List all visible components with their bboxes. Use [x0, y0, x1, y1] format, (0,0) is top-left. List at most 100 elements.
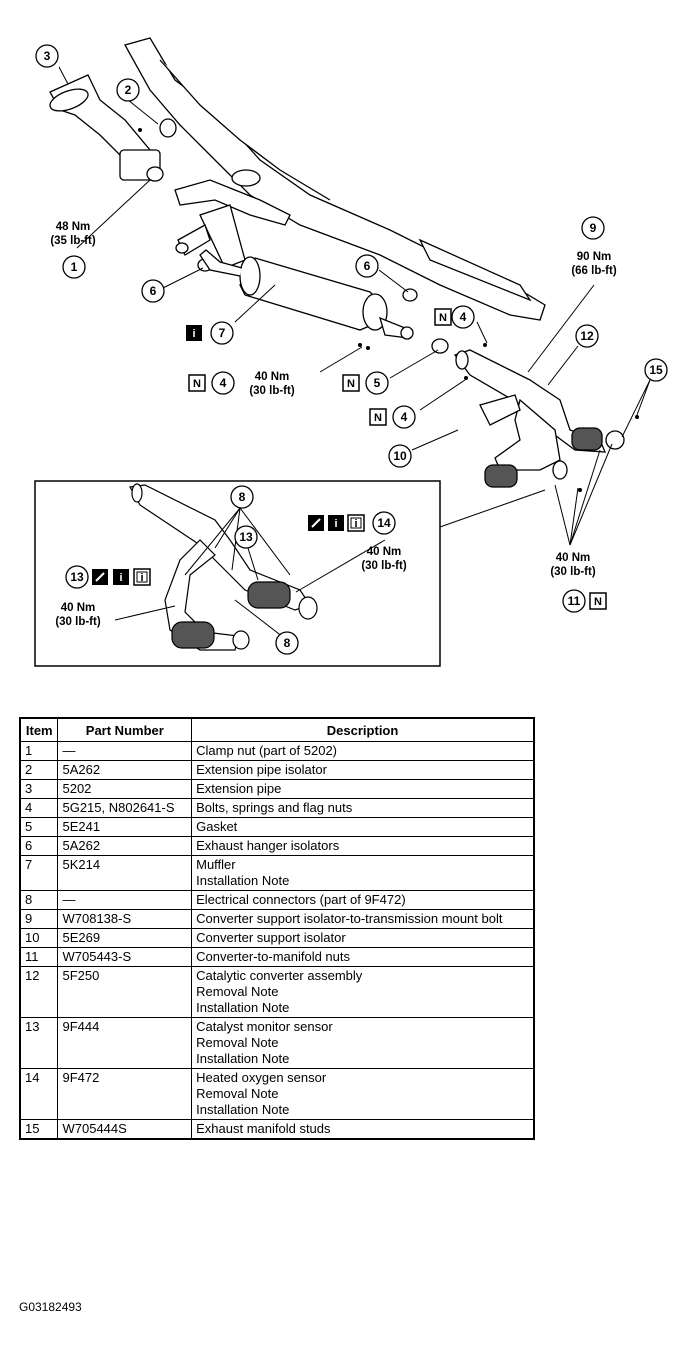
cell-part-number: 5K214	[57, 855, 193, 891]
icon-boxes: i N N N N N i i i i	[92, 308, 607, 610]
installation-note: Installation Note	[196, 873, 290, 888]
cell-part-number: 5A262	[57, 836, 193, 856]
svg-text:13: 13	[239, 530, 253, 544]
new-part-icon: N	[188, 374, 206, 392]
svg-text:8: 8	[284, 636, 291, 650]
svg-text:i: i	[192, 328, 195, 340]
torque-item-1-nm: 48 Nm	[56, 221, 91, 233]
wrench-icon	[308, 515, 324, 531]
callout-11: 11	[562, 589, 586, 613]
torque-item-13-lbft: (30 lb-ft)	[55, 616, 101, 628]
cell-part-number: 5A262	[57, 760, 193, 780]
figure-id: G03182493	[19, 1300, 82, 1314]
torque-item-1-lbft: (35 lb-ft)	[50, 235, 96, 247]
callout-10: 10	[388, 444, 412, 468]
callout-1: 1	[62, 255, 86, 279]
svg-text:i: i	[334, 518, 337, 530]
callout-7: 7	[210, 321, 234, 345]
cell-item: 9	[19, 909, 59, 929]
cell-item: 6	[19, 836, 59, 856]
cell-item: 5	[19, 817, 59, 837]
info-icon: i	[186, 325, 202, 341]
callout-3: 3	[35, 44, 59, 68]
svg-text:5: 5	[374, 376, 381, 390]
cell-part-number: 9F472	[57, 1068, 193, 1120]
callout-2: 2	[116, 78, 140, 102]
cell-item: 4	[19, 798, 59, 818]
info-icon: i	[328, 515, 344, 531]
torque-item-14-nm: 40 Nm	[367, 546, 402, 558]
svg-text:4: 4	[220, 376, 227, 390]
vehicle-frame	[124, 37, 546, 321]
parts-table: Item Part Number Description 1—Clamp nut…	[19, 717, 535, 1140]
cell-description: Exhaust hanger isolators	[191, 836, 535, 856]
svg-text:14: 14	[377, 516, 391, 530]
cell-description: Gasket	[191, 817, 535, 837]
cell-description: Converter-to-manifold nuts	[191, 947, 535, 967]
cell-part-number: W705444S	[57, 1119, 193, 1140]
info-outline-icon: i	[347, 514, 365, 532]
cell-item: 3	[19, 779, 59, 799]
torque-item-9-lbft: (66 lb-ft)	[571, 265, 617, 277]
cell-part-number: 9F444	[57, 1017, 193, 1069]
torque-specs: 48 Nm (35 lb-ft) 40 Nm (30 lb-ft) 90 Nm …	[50, 221, 617, 628]
callout-12: 12	[575, 324, 599, 348]
new-part-icon: N	[369, 408, 387, 426]
svg-text:N: N	[439, 312, 447, 324]
svg-text:i: i	[140, 572, 143, 584]
muffler	[199, 249, 414, 340]
callout-6-right: 6	[355, 254, 379, 278]
cell-item: 7	[19, 855, 59, 891]
cell-part-number: 5F250	[57, 966, 193, 1018]
svg-text:6: 6	[150, 284, 157, 298]
gasket	[431, 338, 449, 354]
header-item: Item	[19, 717, 59, 742]
torque-item-9-nm: 90 Nm	[577, 251, 612, 263]
cell-item: 13	[19, 1017, 59, 1069]
svg-text:N: N	[594, 596, 602, 608]
exhaust-system-diagram: 3 2 1 6 6 7 4 4 5 4 9 12 15 10 11 8 8 13…	[34, 37, 668, 667]
cell-description: Exhaust manifold studs	[191, 1119, 535, 1140]
removal-note: Removal Note	[196, 1035, 279, 1050]
callout-6-left: 6	[141, 279, 165, 303]
table-row: 8—Electrical connectors (part of 9F472)	[19, 890, 535, 910]
cell-part-number: W708138-S	[57, 909, 193, 929]
cell-description: Converter support isolator	[191, 928, 535, 948]
cell-item: 12	[19, 966, 59, 1018]
svg-text:N: N	[374, 412, 382, 424]
svg-text:13: 13	[70, 570, 84, 584]
callout-13-inset: 13	[234, 525, 258, 549]
cell-part-number: W705443-S	[57, 947, 193, 967]
callout-8-top: 8	[230, 485, 254, 509]
installation-note: Installation Note	[196, 1000, 290, 1015]
cell-part-number: 5202	[57, 779, 193, 799]
svg-text:3: 3	[44, 49, 51, 63]
svg-text:9: 9	[590, 221, 597, 235]
cell-item: 2	[19, 760, 59, 780]
svg-text:N: N	[347, 378, 355, 390]
cell-part-number: 5E269	[57, 928, 193, 948]
header-description: Description	[191, 717, 535, 742]
svg-text:10: 10	[393, 449, 407, 463]
torque-item-11-lbft: (30 lb-ft)	[550, 566, 596, 578]
svg-text:i: i	[119, 572, 122, 584]
table-row: 1—Clamp nut (part of 5202)	[19, 741, 535, 761]
svg-text:12: 12	[580, 329, 594, 343]
svg-text:4: 4	[401, 410, 408, 424]
cell-item: 15	[19, 1119, 59, 1140]
cell-part-number: 5G215, N802641-S	[57, 798, 193, 818]
callout-4-c: 4	[392, 405, 416, 429]
cell-item: 14	[19, 1068, 59, 1120]
callout-4-b: 4	[451, 305, 475, 329]
